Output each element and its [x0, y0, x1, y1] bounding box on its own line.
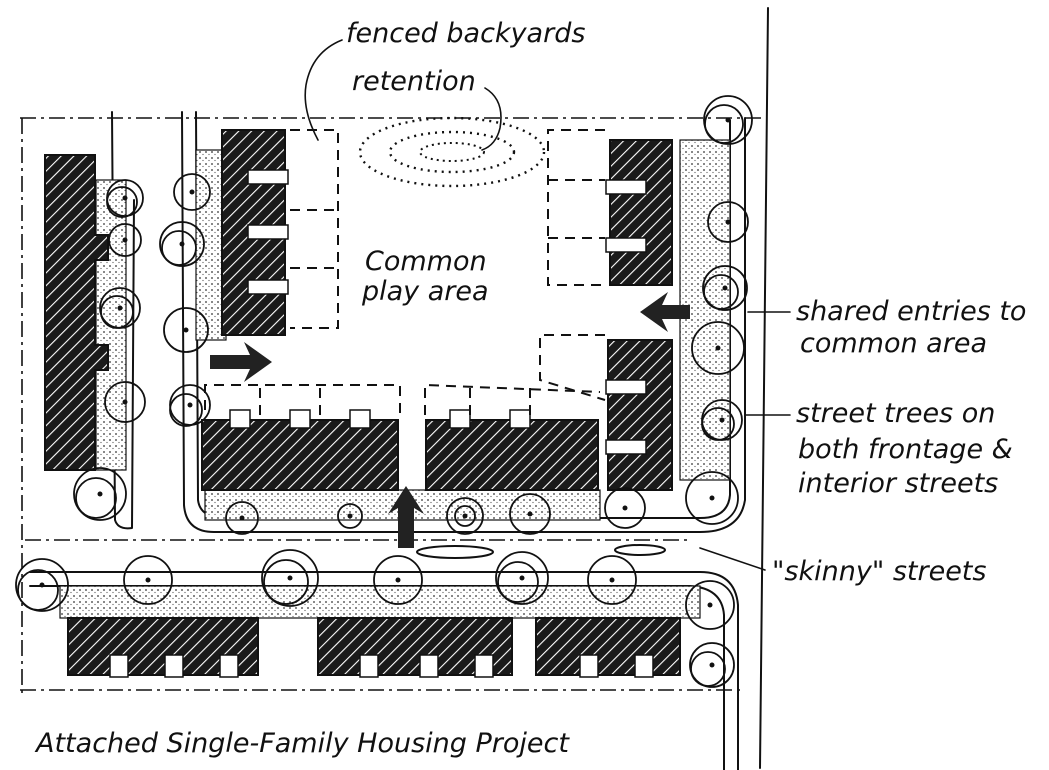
label-shared-entries-line1: shared entries to — [796, 296, 1026, 327]
entry-arrow-south — [388, 486, 424, 548]
label-skinny-streets: "skinny" streets — [772, 556, 986, 587]
label-common-play-line1: Common — [365, 246, 487, 277]
retention-pond — [358, 116, 546, 188]
property-lines — [20, 7, 769, 769]
skinny-street-marks — [416, 544, 666, 559]
buildings — [44, 129, 681, 678]
entry-arrows — [210, 292, 690, 548]
street-trees — [15, 95, 753, 688]
label-common-play-line2: play area — [361, 276, 489, 307]
entry-arrow-west — [210, 342, 272, 382]
label-retention: retention — [352, 66, 476, 97]
label-street-trees-line1: street trees on — [796, 398, 995, 429]
diagram-title: Attached Single-Family Housing Project — [34, 728, 570, 759]
label-street-trees-line3: interior streets — [798, 468, 998, 499]
entry-arrow-east — [640, 292, 690, 332]
label-fenced-backyards: fenced backyards — [346, 18, 585, 49]
leader-lines — [304, 39, 791, 571]
label-street-trees-line2: both frontage & — [798, 434, 1013, 465]
label-shared-entries-line2: common area — [800, 328, 987, 359]
